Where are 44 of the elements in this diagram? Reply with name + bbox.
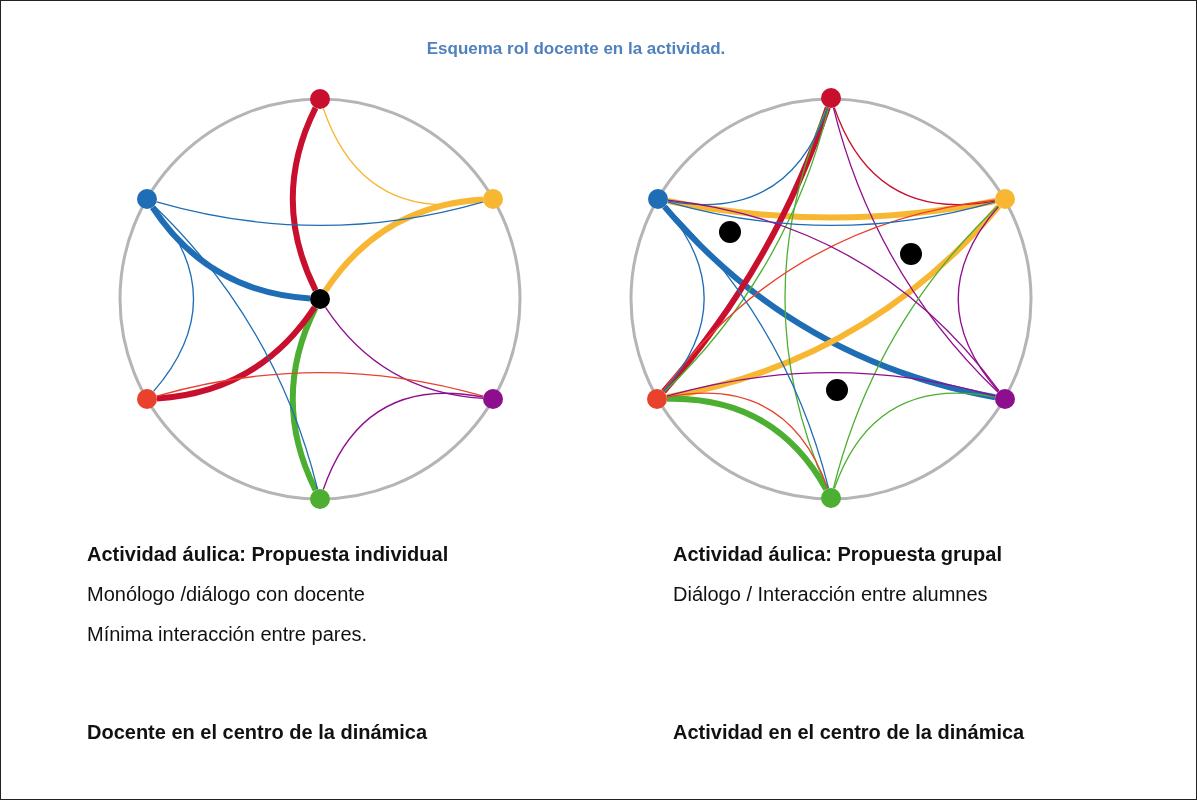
node-dot (483, 189, 503, 209)
node-dot (648, 189, 668, 209)
node-dot (310, 89, 330, 109)
connection-curve (155, 371, 485, 397)
connection-curve (832, 205, 999, 489)
connection-curve (957, 205, 1000, 393)
caption-text: Monólogo /diálogo con docente (87, 583, 365, 606)
connection-curve (155, 201, 485, 227)
connection-curve (153, 205, 319, 490)
connection-curve (833, 392, 996, 490)
connection-curve (667, 198, 996, 221)
connection-curve (667, 106, 829, 206)
caption-heading: Docente en el centro de la dinámica (87, 721, 428, 744)
caption-heading: Actividad áulica: Propuesta grupal (673, 543, 1002, 566)
node-dot (310, 489, 330, 509)
node-dot (647, 389, 667, 409)
node-dot (821, 88, 841, 108)
connection-curve (323, 196, 484, 293)
caption-text: Mínima interacción entre pares. (87, 623, 368, 646)
node-dot (821, 488, 841, 508)
node-dot (995, 389, 1015, 409)
connection-curve (289, 106, 319, 292)
caption-heading: Actividad áulica: Propuesta individual (87, 543, 449, 566)
node-dot (826, 379, 848, 401)
connection-curve (666, 201, 997, 227)
connection-curve (322, 107, 484, 206)
node-dot (483, 389, 503, 409)
node-dot (719, 221, 741, 243)
connection-curve (289, 306, 319, 492)
connection-curve (832, 107, 999, 393)
connection-curve (156, 305, 317, 402)
node-dot (310, 289, 330, 309)
node-dot (995, 189, 1015, 209)
connection-curve (150, 205, 311, 302)
connection-curve (833, 106, 996, 206)
caption-text: Diálogo / Interacción entre alumnes (673, 583, 988, 606)
connection-curve (322, 392, 484, 491)
connection-curve (665, 371, 997, 397)
connection-curve (324, 306, 484, 400)
node-dot (137, 389, 157, 409)
node-dot (137, 189, 157, 209)
title: Esquema rol docente en la actividad. (425, 39, 727, 59)
caption-heading: Actividad en el centro de la dinámica (673, 721, 1025, 744)
node-dot (900, 243, 922, 265)
